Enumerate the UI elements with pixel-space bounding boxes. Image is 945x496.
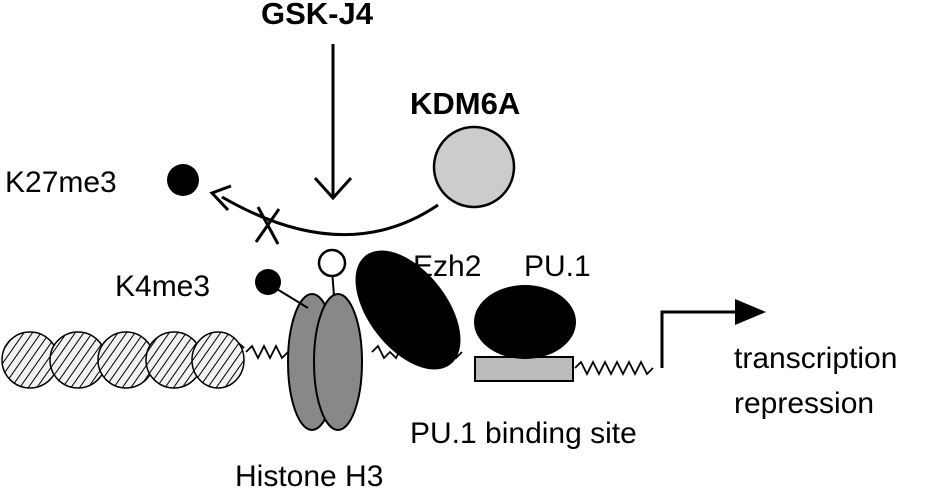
pu1-binding-site-box [474,356,574,382]
k4me3-dot [255,269,281,295]
pu1-binding-site-label: PU.1 binding site [410,417,637,450]
pu1-label: PU.1 [524,250,591,283]
k4me3-label: K4me3 [115,270,210,303]
k27me3-label: K27me3 [5,166,117,199]
histone-h3 [287,293,363,431]
outcome-label-line2: repression [734,387,874,420]
ezh2-label: Ezh2 [413,250,481,283]
pu1-shape [474,285,576,359]
k27-site-circle [317,248,347,278]
gsk-j4-label: GSK-J4 [261,0,374,31]
demethylation-arrow [209,184,439,236]
k27me3-dot [167,164,199,196]
gsk-j4-arrow [313,44,353,201]
transcription-start-arrow [660,299,766,368]
ezh2-shape [355,250,461,370]
kdm6a-circle [432,125,516,209]
outcome-label-line1: transcription [734,342,897,375]
condensed-chromatin [1,331,245,389]
inhibition-x-mark [254,206,281,245]
histone-h3-label: Histone H3 [235,460,383,493]
kdm6a-label: KDM6A [410,86,520,121]
